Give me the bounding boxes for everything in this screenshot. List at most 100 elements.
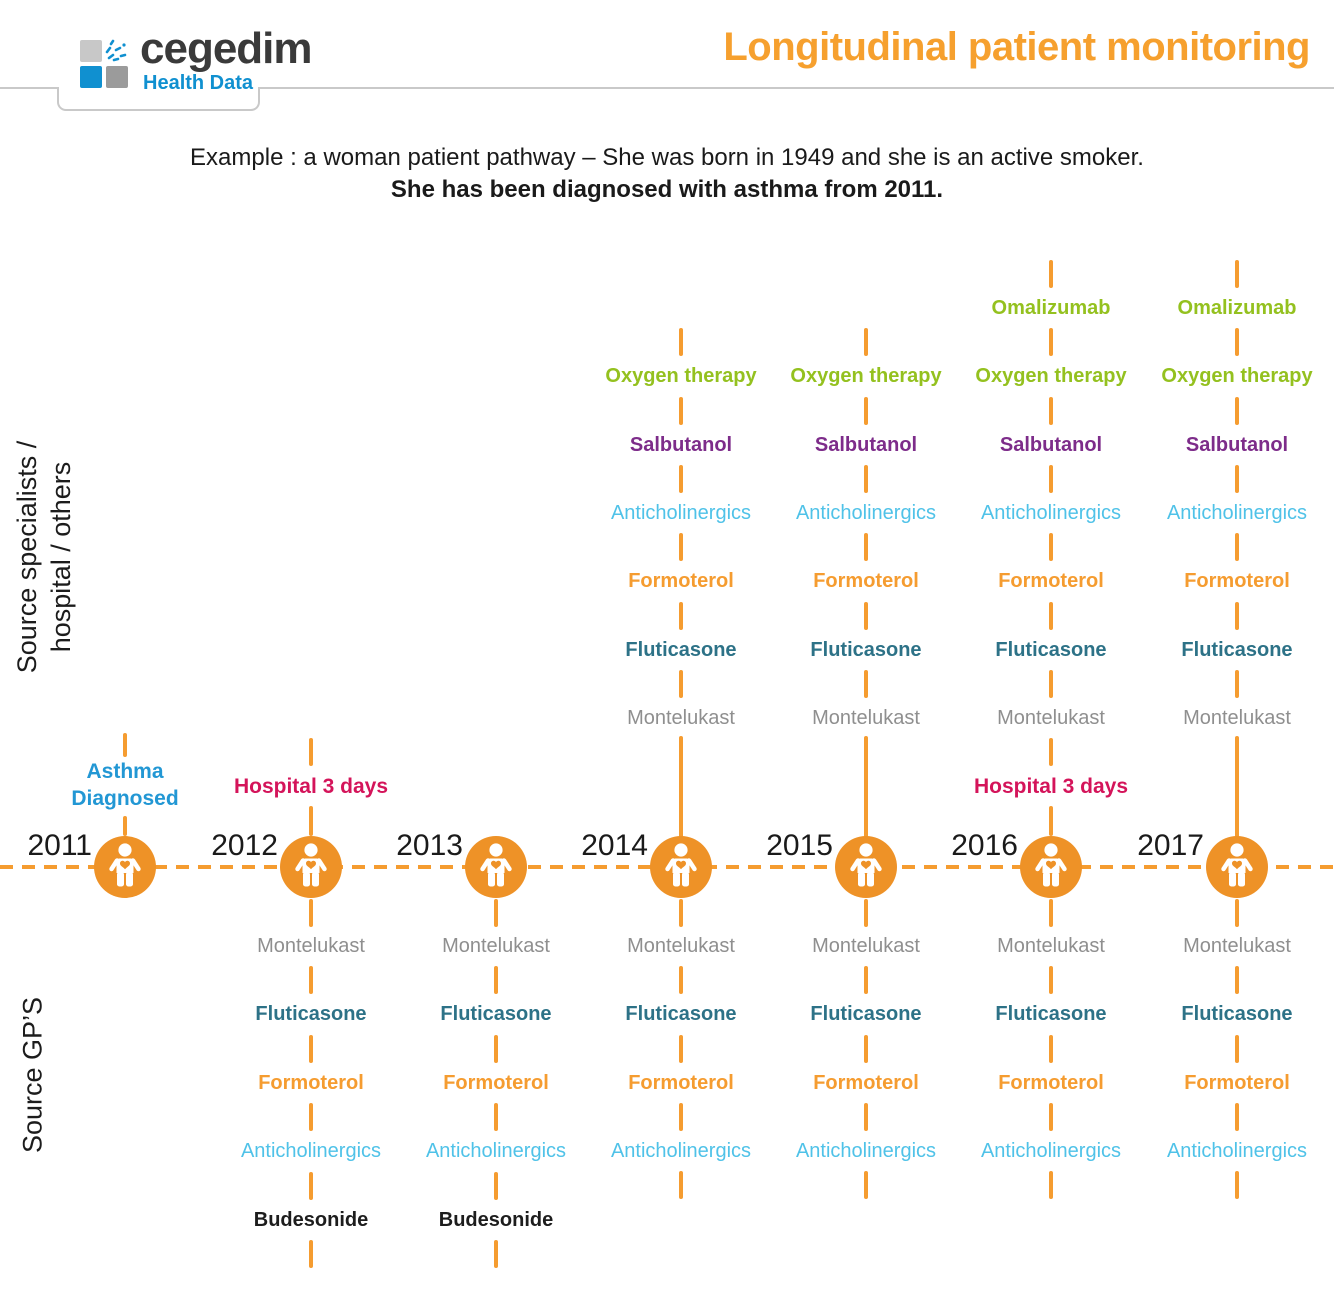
timeline-segment	[864, 1034, 868, 1063]
timeline-segment	[1235, 736, 1239, 838]
med-label-formoterol: Formoterol	[998, 570, 1104, 593]
page-title: Longitudinal patient monitoring	[723, 25, 1310, 69]
med-label-montelukast: Montelukast	[1183, 706, 1291, 729]
med-label-montelukast: Montelukast	[257, 935, 365, 957]
med-label-anticholinergics: Anticholinergics	[795, 501, 937, 524]
timeline-segment	[1235, 533, 1239, 562]
brand-tagline: Health Data	[143, 72, 254, 94]
timeline-segment	[679, 396, 683, 425]
year-label-2014: 2014	[581, 829, 648, 862]
med-label-anticholinergics: Anticholinergics	[980, 1140, 1122, 1163]
event-label-hospital: Hospital 3 days	[233, 775, 389, 798]
med-label-anticholinergics: Anticholinergics	[980, 501, 1122, 524]
med-label-fluticasone: Fluticasone	[255, 1003, 367, 1026]
med-label-salbutanol: Salbutanol	[1185, 433, 1289, 456]
timeline-segment	[864, 328, 868, 357]
timeline-segment	[1235, 1034, 1239, 1063]
med-label-anticholinergics: Anticholinergics	[240, 1140, 382, 1163]
med-label-montelukast: Montelukast	[812, 706, 920, 729]
axis-label-specialists-line2: hospital / others	[46, 461, 76, 653]
med-label-montelukast: Montelukast	[997, 706, 1105, 729]
med-label-anticholinergics: Anticholinergics	[610, 1140, 752, 1163]
axis-label-gps: Source GP’S	[17, 996, 48, 1154]
med-label-fluticasone: Fluticasone	[625, 638, 737, 661]
event-label-asthma: Asthma Diagnosed	[71, 760, 179, 810]
patient-year-marker	[1020, 836, 1082, 903]
timeline-segment	[1049, 669, 1053, 698]
year-label-2011: 2011	[27, 829, 92, 862]
med-label-anticholinergics: Anticholinergics	[1166, 1140, 1308, 1163]
timeline-segment	[679, 736, 683, 838]
timeline-segment	[679, 1171, 683, 1200]
timeline-segment	[494, 1239, 498, 1268]
timeline-segment	[1049, 328, 1053, 357]
patient-icon	[835, 836, 897, 898]
patient-year-marker	[94, 836, 156, 903]
event-label-hospital: Hospital 3 days	[973, 775, 1129, 798]
med-label-formoterol: Formoterol	[813, 1071, 919, 1094]
med-label-fluticasone: Fluticasone	[1181, 1003, 1293, 1026]
timeline-segment	[1049, 966, 1053, 995]
timeline-segment	[123, 733, 127, 757]
med-label-fluticasone: Fluticasone	[995, 1003, 1107, 1026]
med-label-montelukast: Montelukast	[1183, 935, 1291, 957]
med-label-anticholinergics: Anticholinergics	[1166, 501, 1308, 524]
med-label-salbutanol: Salbutanol	[629, 433, 733, 456]
timeline-segment	[679, 669, 683, 698]
med-label-montelukast: Montelukast	[997, 935, 1105, 957]
brand-name: cegedim	[140, 24, 313, 73]
patient-year-marker	[280, 836, 342, 903]
patient-icon	[280, 836, 342, 898]
timeline-segment	[864, 1103, 868, 1132]
med-label-formoterol: Formoterol	[998, 1071, 1104, 1094]
timeline-segment	[864, 966, 868, 995]
timeline-segment	[679, 1103, 683, 1132]
timeline-segment	[679, 1034, 683, 1063]
med-label-formoterol: Formoterol	[1184, 570, 1290, 593]
med-label-salbutanol: Salbutanol	[814, 433, 918, 456]
timeline-segment	[1049, 899, 1053, 927]
timeline-segment	[1049, 533, 1053, 562]
timeline-segment	[1049, 738, 1053, 766]
timeline-segment	[864, 899, 868, 927]
subtitle-line1: Example : a woman patient pathway – She …	[190, 144, 1144, 171]
patient-year-marker	[835, 836, 897, 903]
timeline-segment	[864, 736, 868, 838]
timeline-segment	[679, 533, 683, 562]
timeline-segment	[1235, 601, 1239, 630]
med-label-fluticasone: Fluticasone	[995, 638, 1107, 661]
timeline-segment	[1049, 806, 1053, 836]
med-label-montelukast: Montelukast	[627, 935, 735, 957]
med-label-formoterol: Formoterol	[258, 1071, 364, 1094]
med-label-budesonide: Budesonide	[253, 1208, 369, 1231]
timeline-segment	[1049, 601, 1053, 630]
timeline-segment	[1049, 1103, 1053, 1132]
year-label-2017: 2017	[1137, 829, 1204, 862]
subtitle: Example : a woman patient pathway – She …	[0, 142, 1334, 206]
timeline-segment	[123, 816, 127, 836]
timeline-segment	[309, 966, 313, 995]
med-label-omalizumab: Omalizumab	[1177, 297, 1297, 319]
timeline-segment	[1235, 1103, 1239, 1132]
subtitle-line2: She has been diagnosed with asthma from …	[390, 176, 944, 203]
med-label-oxygen: Oxygen therapy	[605, 365, 757, 388]
med-label-montelukast: Montelukast	[627, 706, 735, 729]
timeline-segment	[309, 899, 313, 927]
timeline-segment	[309, 738, 313, 766]
med-label-fluticasone: Fluticasone	[810, 1003, 922, 1026]
med-label-salbutanol: Salbutanol	[999, 433, 1103, 456]
patient-year-marker	[465, 836, 527, 903]
med-label-formoterol: Formoterol	[628, 1071, 734, 1094]
timeline-segment	[494, 899, 498, 927]
patient-year-marker	[650, 836, 712, 903]
timeline-segment	[864, 669, 868, 698]
year-label-2012: 2012	[211, 829, 278, 862]
timeline-segment	[679, 899, 683, 927]
timeline-segment	[494, 1171, 498, 1200]
cegedim-logo-icon	[80, 39, 128, 88]
timeline-segment	[309, 806, 313, 836]
timeline-segment	[864, 1171, 868, 1200]
timeline-segment	[1049, 260, 1053, 288]
med-label-formoterol: Formoterol	[628, 570, 734, 593]
